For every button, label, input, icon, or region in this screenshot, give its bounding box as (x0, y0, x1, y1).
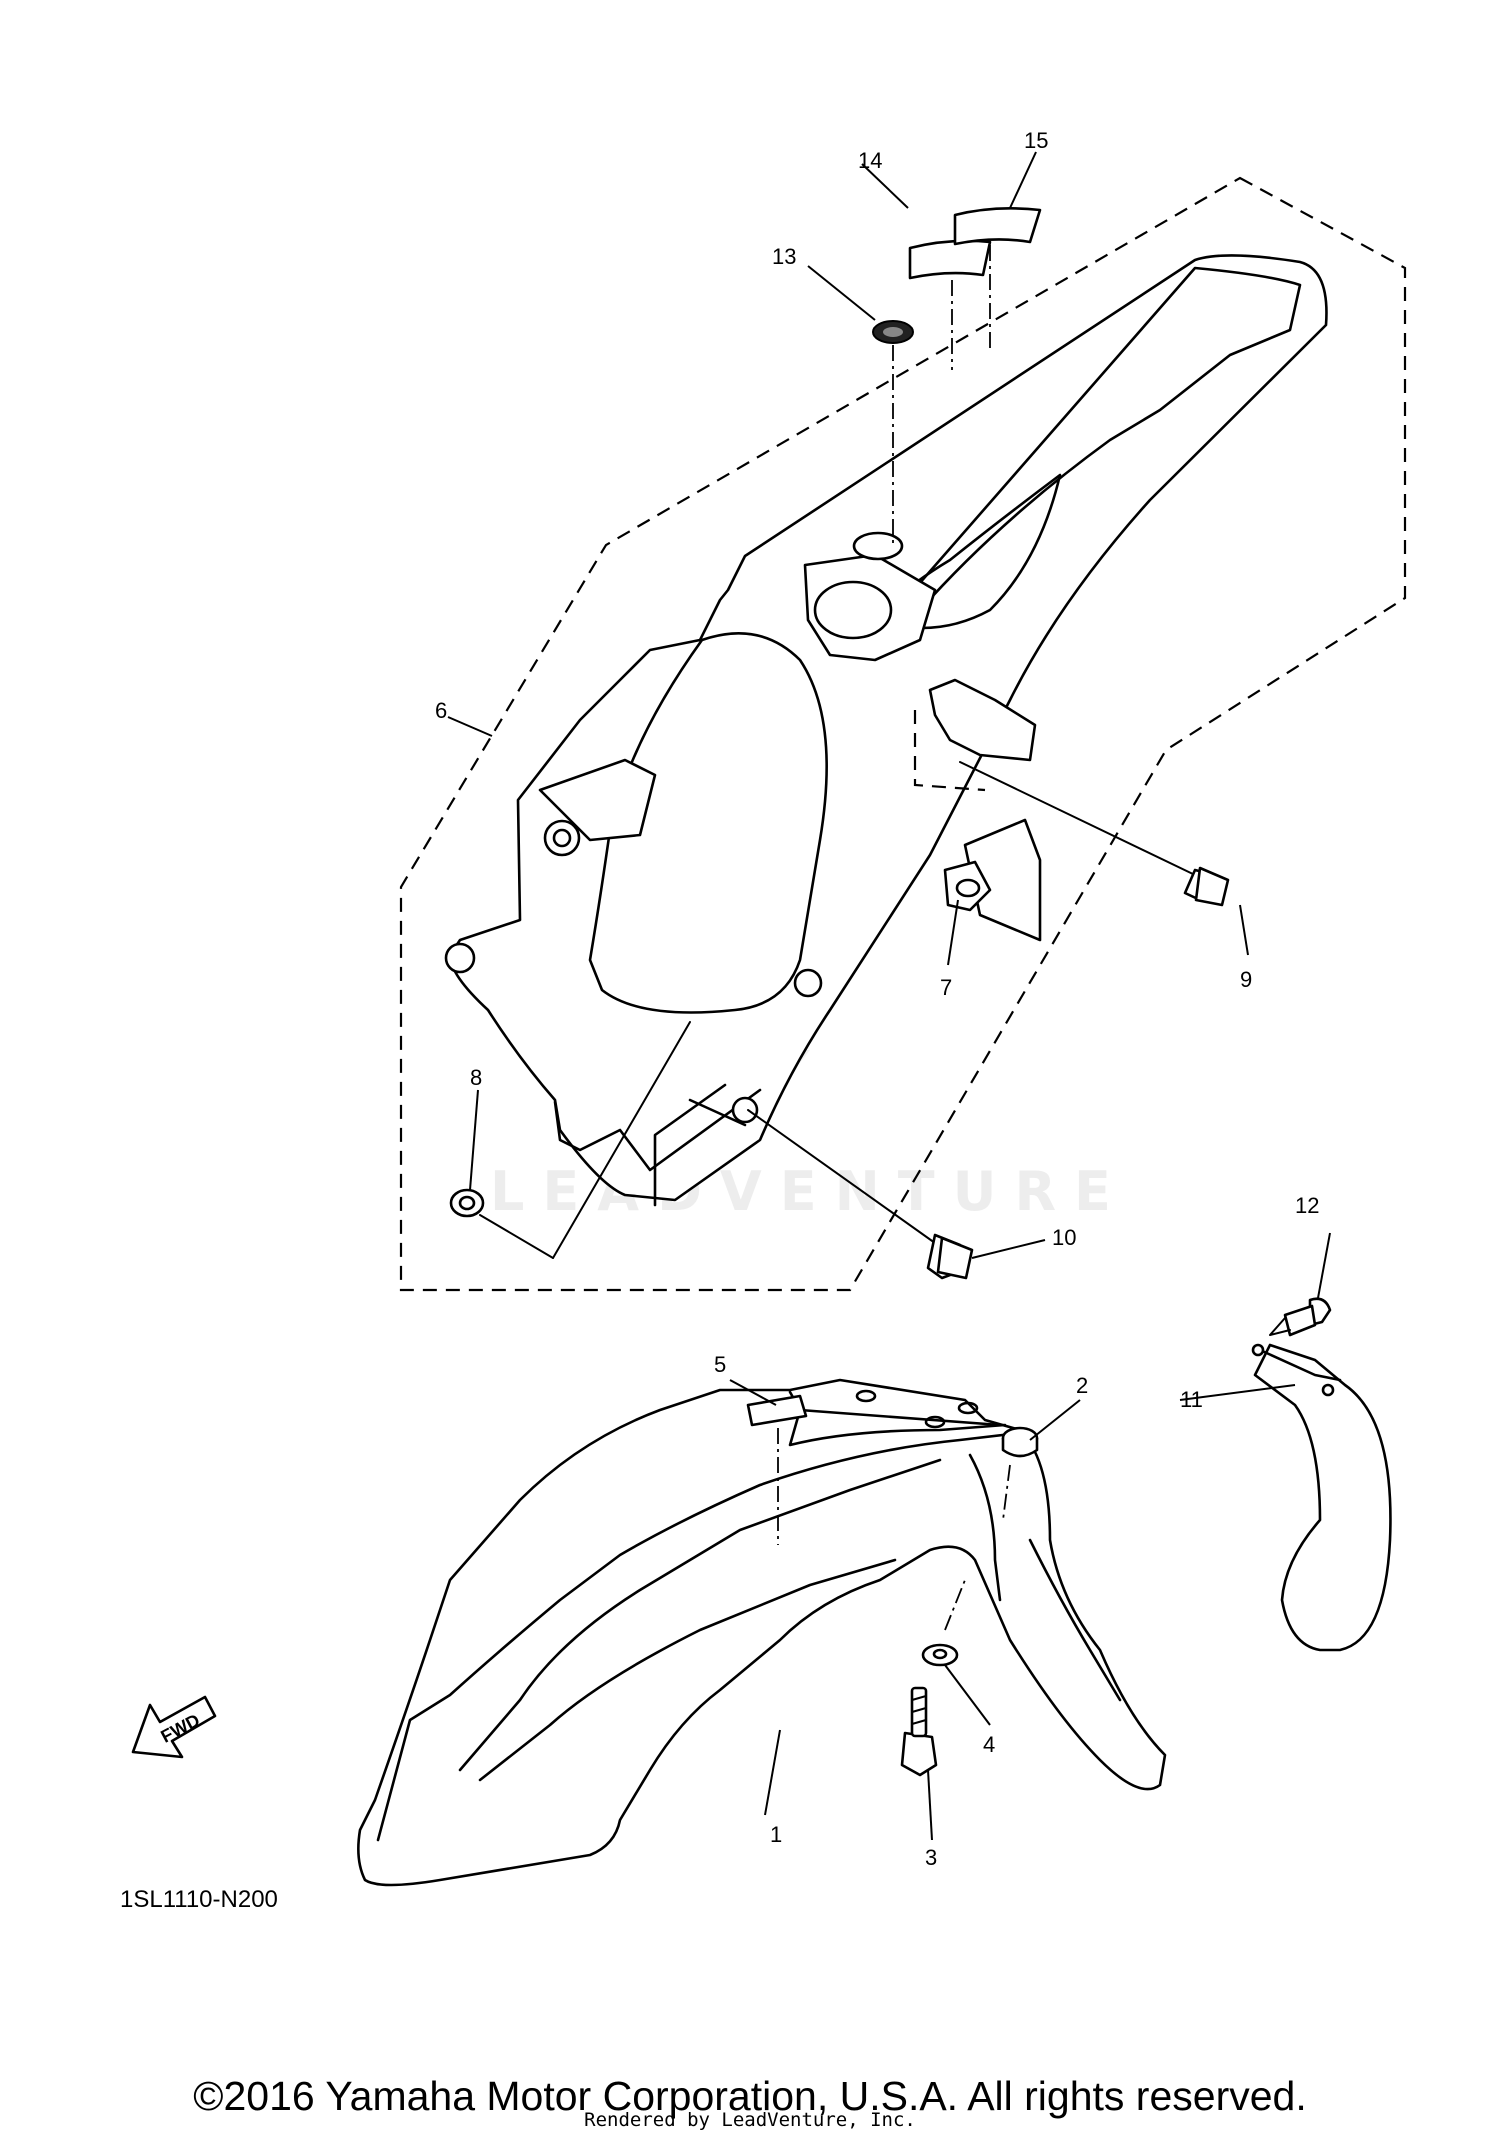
watermark-text: LEADVENTURE (490, 1160, 1129, 1223)
sticker-part-5 (746, 1394, 808, 1545)
callouts: 14 15 13 6 7 9 8 10 12 11 5 2 1 3 4 (435, 128, 1319, 1870)
callout-13: 13 (772, 244, 796, 269)
diagram-code: 1SL1110-N200 (120, 1886, 278, 1913)
front-fender (357, 1378, 1167, 1887)
callout-15: 15 (1024, 128, 1048, 153)
callout-5: 5 (714, 1352, 726, 1377)
callout-6: 6 (435, 698, 447, 723)
callout-9: 9 (1240, 967, 1252, 992)
rear-fender (444, 254, 1328, 1207)
clip-nut-part-7 (943, 860, 992, 912)
bolt-part-10 (747, 1109, 974, 1280)
leader-lines (447, 151, 1331, 1841)
callout-2: 2 (1076, 1373, 1088, 1398)
washer-part-8 (449, 1021, 691, 1259)
callout-12: 12 (1295, 1193, 1319, 1218)
washer-part-4 (921, 1579, 966, 1667)
callout-10: 10 (1052, 1225, 1076, 1250)
emblem-part-13 (872, 320, 914, 545)
callout-3: 3 (925, 1845, 937, 1870)
fwd-arrow-icon: FWD (131, 1695, 217, 1759)
callout-7: 7 (940, 975, 952, 1000)
rear-fender-assembly-boundary (399, 176, 1407, 1292)
copyright-notice: ©2016 Yamaha Motor Corporation, U.S.A. A… (193, 2073, 1307, 2119)
render-credit: Rendered by LeadVenture, Inc. (584, 2109, 916, 2131)
grommet-part-2 (1001, 1426, 1039, 1521)
bolt-part-3 (900, 1686, 938, 1777)
callout-4: 4 (983, 1732, 995, 1757)
stickers-part-14-15 (908, 207, 1042, 370)
screw-part-12 (1269, 1297, 1332, 1337)
guard-part-11 (1251, 1343, 1392, 1652)
callout-8: 8 (470, 1065, 482, 1090)
callout-1: 1 (770, 1822, 782, 1847)
callout-11: 11 (1180, 1387, 1203, 1412)
callout-14: 14 (858, 148, 882, 173)
bolt-part-9 (959, 761, 1230, 907)
